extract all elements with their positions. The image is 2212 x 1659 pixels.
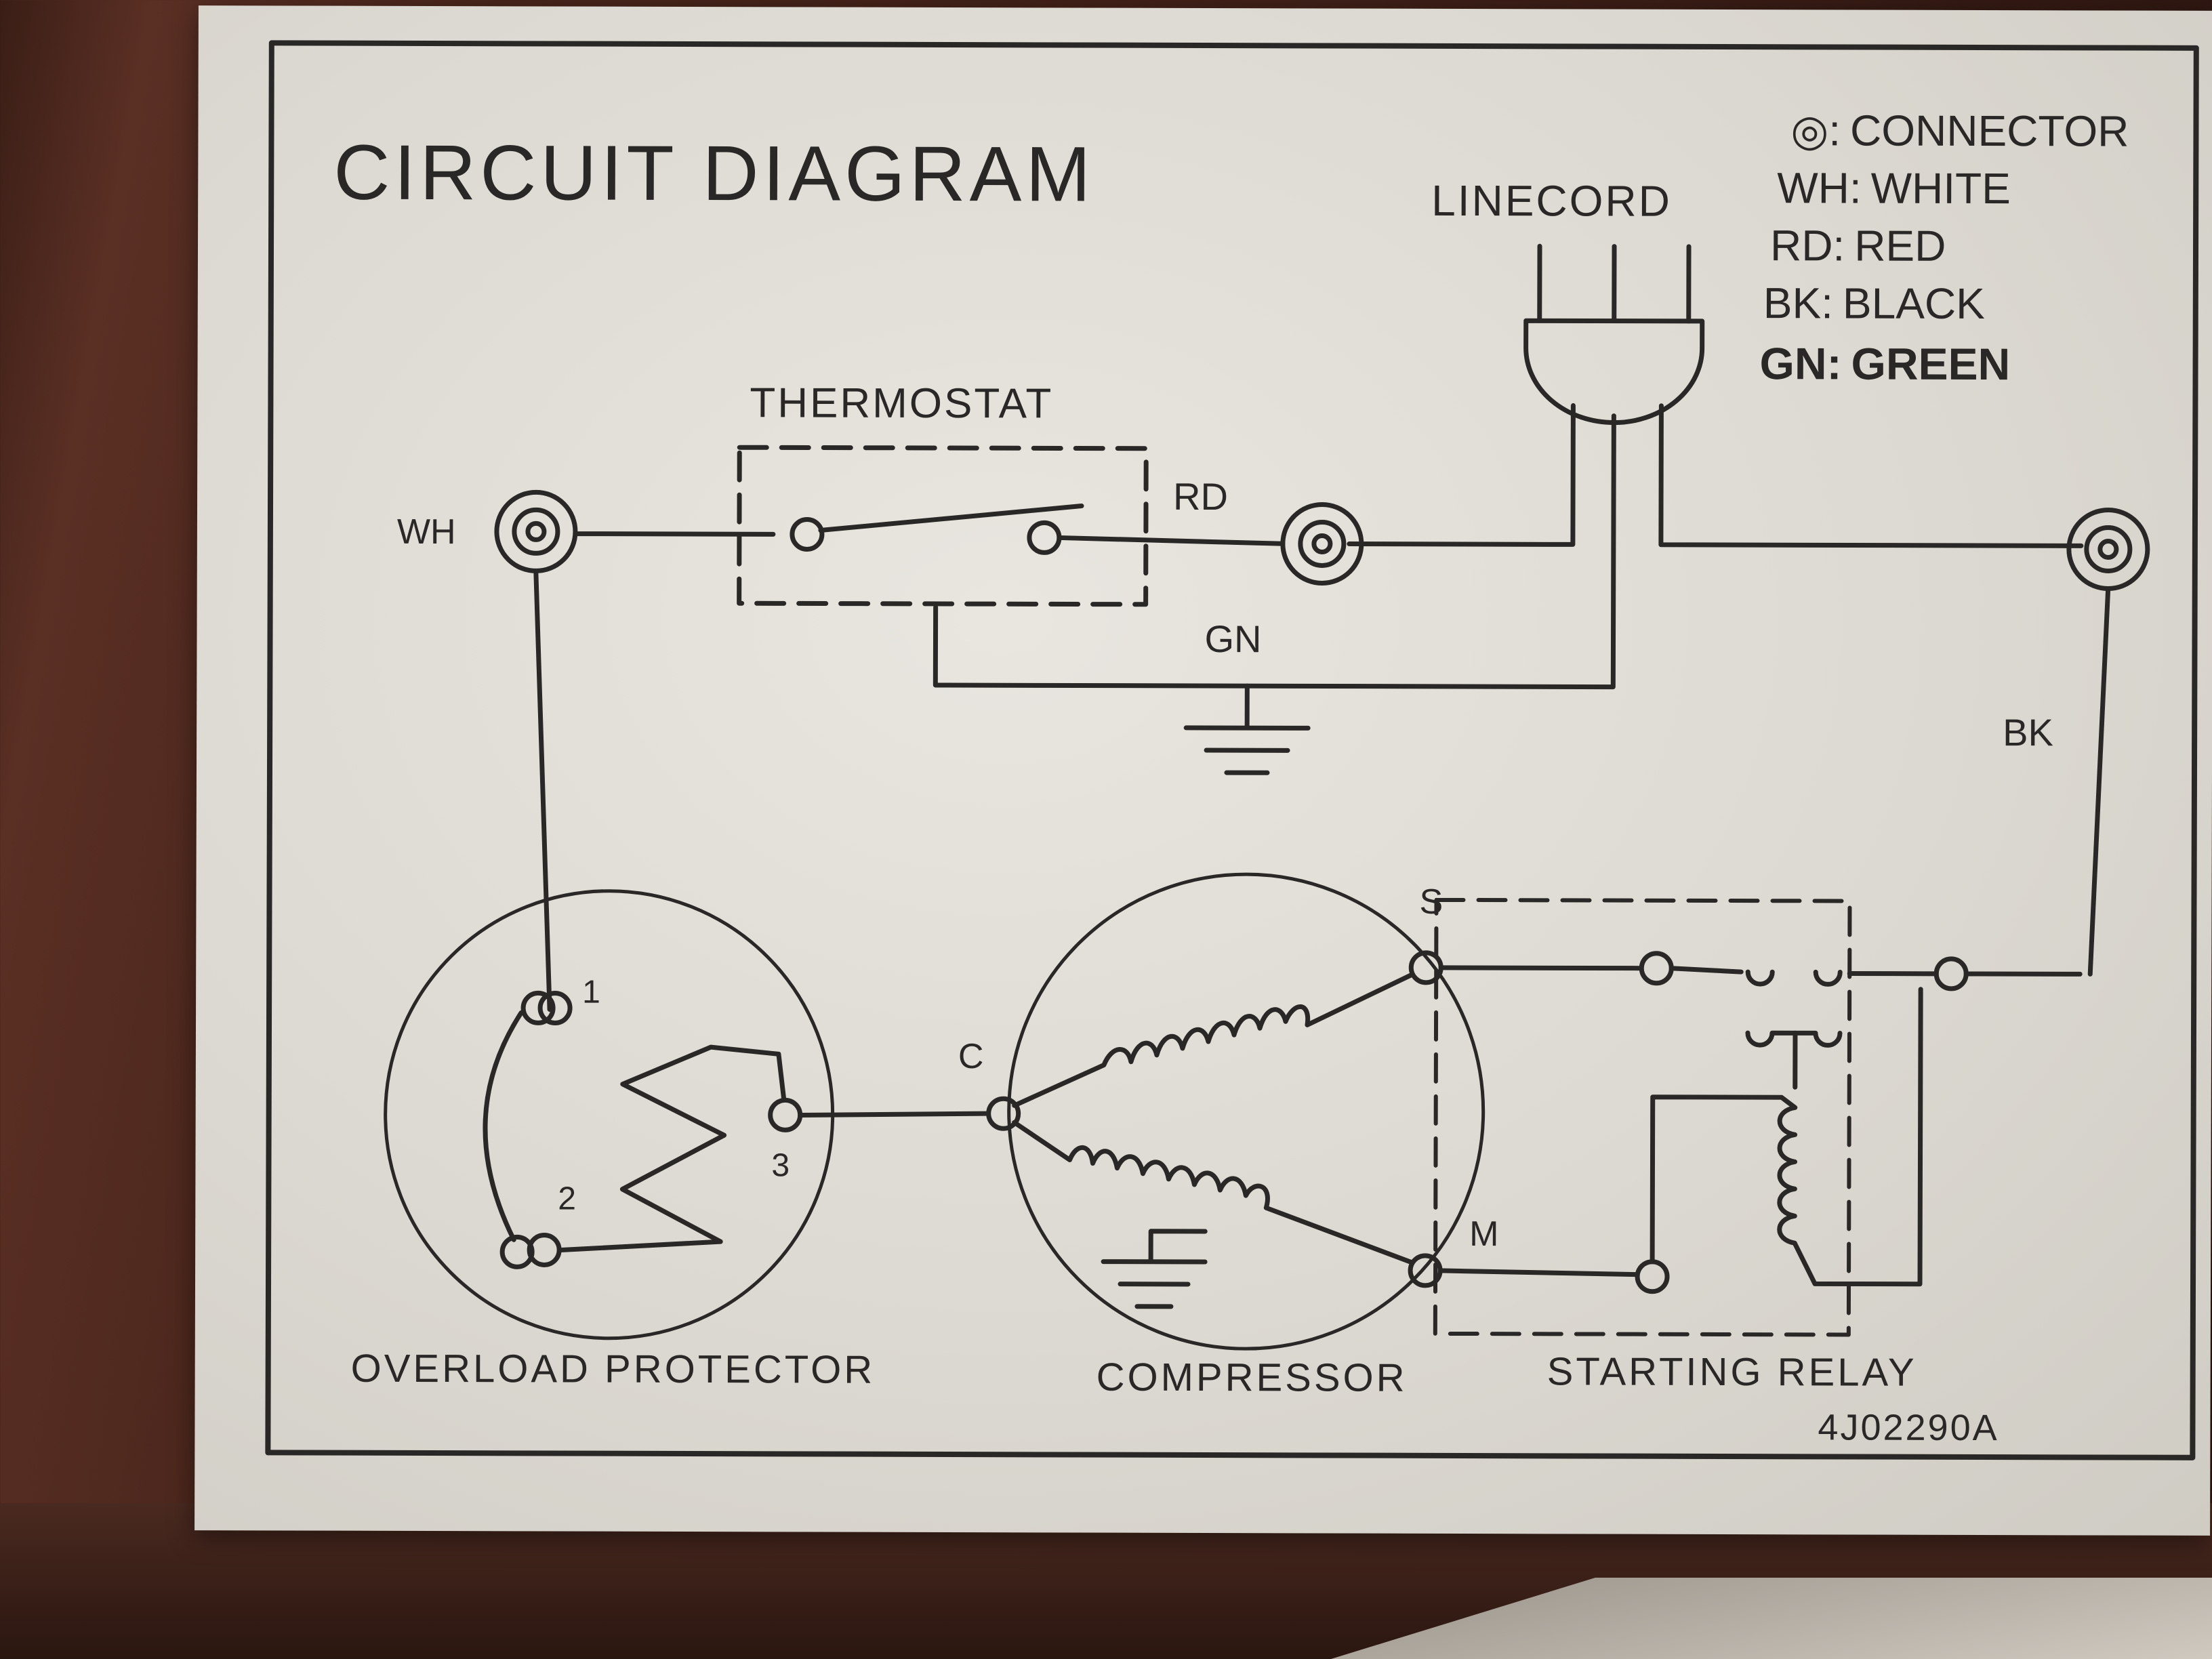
wire-rd bbox=[1347, 403, 1576, 547]
start-winding bbox=[1012, 972, 1415, 1108]
overload-terminal-3 bbox=[768, 1097, 803, 1132]
overload-heater bbox=[558, 1044, 787, 1253]
thermostat-contact-left bbox=[790, 516, 825, 552]
relay-terminal-s bbox=[1639, 951, 1674, 986]
wire-label-bk: BK bbox=[2003, 711, 2053, 754]
wire-thermostat-rd bbox=[1057, 535, 1286, 546]
overload-terminal-3-label: 3 bbox=[771, 1147, 790, 1183]
overload-bimetal-strip bbox=[483, 1010, 524, 1242]
starting-relay-label: STARTING RELAY bbox=[1547, 1349, 1917, 1394]
starting-relay-box bbox=[1433, 897, 1852, 1337]
overload-terminal-1-a bbox=[520, 990, 556, 1025]
linecord-label: LINECORD bbox=[1431, 176, 1672, 226]
circuit-diagram: CIRCUIT DIAGRAM LINECORD THERMOSTAT WH R… bbox=[265, 40, 2199, 1460]
thermostat-box bbox=[737, 445, 1149, 607]
wire-label-rd: RD bbox=[1173, 475, 1228, 518]
wire-overload-c bbox=[798, 1111, 990, 1118]
relay-terminal-m bbox=[1635, 1259, 1670, 1294]
relay-contact-left bbox=[1745, 969, 1775, 987]
ground-symbol-gn bbox=[1183, 683, 1311, 775]
relay-coil-lead-left bbox=[1650, 1094, 1798, 1265]
legend-row-black: BK:BLACK bbox=[1763, 279, 1985, 328]
thermostat-contact-right bbox=[1027, 520, 1062, 555]
wire-label-wh: WH bbox=[397, 512, 456, 552]
circuit-diagram-label: CIRCUIT DIAGRAM LINECORD THERMOSTAT WH R… bbox=[194, 5, 2212, 1536]
wire-label-gn: GN bbox=[1204, 617, 1261, 660]
overload-terminal-2-label: 2 bbox=[558, 1181, 576, 1217]
overload-protector-label: OVERLOAD PROTECTOR bbox=[351, 1347, 876, 1392]
relay-coil-lead-right bbox=[1792, 987, 1923, 1287]
overload-protector-circle bbox=[384, 889, 835, 1340]
linecord-plug bbox=[1523, 243, 1705, 426]
compressor-label: COMPRESSOR bbox=[1097, 1355, 1408, 1400]
diagram-title: CIRCUIT DIAGRAM bbox=[333, 129, 1094, 218]
legend: ◎:CONNECTOR WH:WHITE RD:RED BK:BLACK GN:… bbox=[1759, 106, 2129, 389]
overload-terminal-2-a bbox=[499, 1234, 535, 1269]
legend-row-green: GN:GREEN bbox=[1759, 338, 2010, 389]
connector-bk bbox=[2066, 507, 2150, 591]
connector-wh bbox=[494, 489, 578, 573]
wire-bk-top bbox=[1658, 403, 2084, 548]
part-number: 4J02290A bbox=[1818, 1407, 1999, 1448]
thermostat-label: THERMOSTAT bbox=[750, 380, 1053, 427]
relay-terminal-bk bbox=[1933, 956, 1969, 991]
relay-contact-right bbox=[1813, 969, 1843, 987]
legend-row-red: RD:RED bbox=[1770, 221, 1946, 270]
wire-wh-down bbox=[533, 568, 552, 1012]
legend-row-white: WH:WHITE bbox=[1777, 163, 2011, 213]
thermostat-switch-arm bbox=[818, 504, 1084, 533]
relay-contact-wire-left bbox=[1668, 966, 1744, 975]
wire-gn bbox=[933, 413, 1616, 690]
compressor-circle bbox=[1007, 872, 1486, 1351]
compressor-terminal-c-label: C bbox=[958, 1037, 984, 1076]
wire-bk-down bbox=[2087, 586, 2111, 977]
legend-row-connector: ◎:CONNECTOR bbox=[1790, 106, 2129, 155]
wire-m-relay bbox=[1437, 1268, 1640, 1277]
diagram-border bbox=[265, 40, 2199, 1460]
wire-wh-thermostat bbox=[573, 531, 776, 537]
compressor-terminal-m-label: M bbox=[1469, 1214, 1498, 1254]
main-winding bbox=[1012, 1120, 1414, 1265]
compressor-terminal-s-label: S bbox=[1419, 882, 1443, 922]
relay-coil bbox=[1777, 1105, 1798, 1246]
overload-terminal-1-label: 1 bbox=[582, 975, 600, 1010]
compressor-terminal-c bbox=[986, 1096, 1021, 1131]
overload-terminal-1-b bbox=[537, 990, 573, 1025]
ground-symbol-compressor bbox=[1101, 1229, 1208, 1309]
